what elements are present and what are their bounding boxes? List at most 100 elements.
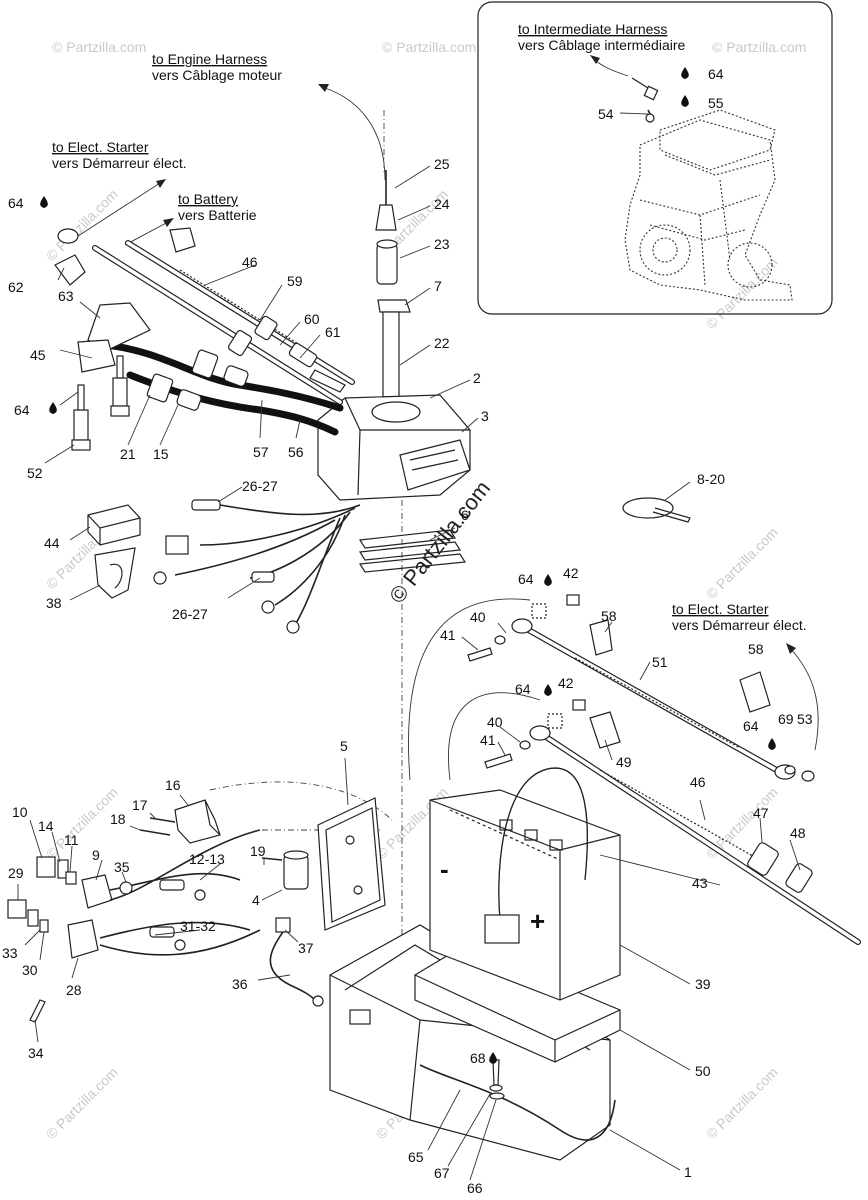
- drop-icon: [544, 574, 552, 586]
- washer-40: [494, 635, 506, 645]
- part-label: 59: [287, 273, 303, 289]
- part-label: 7: [434, 278, 442, 294]
- part-label: 45: [30, 347, 46, 363]
- plug-23: [376, 243, 398, 285]
- part-label: 36: [232, 976, 248, 992]
- grommet-7: [377, 299, 411, 313]
- bolt-41: [467, 647, 493, 662]
- part-label: 58: [601, 608, 617, 624]
- part-label: 15: [153, 446, 169, 462]
- part-label: 58: [748, 641, 764, 657]
- watermark: © Partzilla.com: [52, 39, 146, 55]
- washer-69: [784, 765, 796, 775]
- part-label: 44: [44, 535, 60, 551]
- boot-58b: [739, 671, 771, 713]
- part-label: 64: [515, 681, 531, 697]
- part-label: 28: [66, 982, 82, 998]
- part-label: 61: [325, 324, 341, 340]
- boot-battery: [169, 227, 196, 253]
- connector-icon: [165, 535, 189, 555]
- part-label: 62: [8, 279, 24, 295]
- nut-21: [146, 373, 174, 403]
- relay-assembly: [7, 797, 386, 1023]
- bracket-6: [358, 529, 467, 573]
- solenoid-4: [283, 854, 309, 890]
- part-label: 18: [110, 811, 126, 827]
- part-label: 19: [250, 843, 266, 859]
- part-label: 25: [434, 156, 450, 172]
- arrow-icon: [163, 218, 174, 227]
- part-label: 67: [434, 1165, 450, 1181]
- fuse-33: [39, 919, 49, 933]
- part-label: 31-32: [180, 918, 216, 934]
- elect-starter-right-label: to Elect. Starter: [672, 601, 769, 617]
- center-lines: [209, 110, 403, 1040]
- part-label: 53: [797, 711, 813, 727]
- inset-engine-box: [477, 1, 833, 315]
- terminal-24: [375, 204, 397, 231]
- nut-42: [566, 594, 580, 606]
- washer-67: [489, 1084, 503, 1092]
- arrow-icon: [590, 55, 600, 64]
- part-label: 12-13: [189, 851, 225, 867]
- elect-starter-label: to Elect. Starter: [52, 139, 149, 155]
- screw-68: [492, 1059, 500, 1086]
- battery-cable-assembly: [408, 594, 861, 945]
- screw-18: [139, 829, 171, 836]
- part-label: 11: [64, 832, 79, 848]
- part-label: 37: [298, 940, 314, 956]
- part-label: 46: [242, 254, 258, 270]
- part-label: 41: [480, 732, 496, 748]
- part-label: 64: [743, 718, 759, 734]
- plug-cap-45: [77, 339, 116, 373]
- watermark: © Partzilla.com: [382, 39, 476, 55]
- part-label: 40: [470, 609, 486, 625]
- part-label: 46: [690, 774, 706, 790]
- watermark: © Partzilla.com: [703, 254, 781, 332]
- part-label: 56: [288, 444, 304, 460]
- watermark: © Partzilla.com: [703, 1064, 781, 1142]
- part-label: 33: [2, 945, 18, 961]
- part-label: 47: [753, 805, 769, 821]
- part-label: 40: [487, 714, 503, 730]
- positive-terminal-symbol: +: [530, 906, 545, 936]
- holder-28: [67, 919, 99, 959]
- part-label: 52: [27, 465, 43, 481]
- part-label: 14: [38, 818, 54, 834]
- screw-19: [261, 857, 283, 861]
- part-label: 50: [695, 1063, 711, 1079]
- part-label: 43: [692, 875, 708, 891]
- ring-terminal-64: [57, 228, 79, 244]
- watermark: © Partzilla.com: [43, 186, 121, 264]
- negative-terminal-symbol: -: [440, 854, 449, 884]
- intermediate-harness-label-fr: vers Câblage intermédiaire: [518, 37, 686, 53]
- spark-plug-52: [71, 355, 130, 451]
- part-label: 5: [340, 738, 348, 754]
- part-label: 66: [467, 1180, 483, 1196]
- part-label: 1: [684, 1164, 692, 1180]
- leader-lines: [17, 112, 801, 1181]
- wire-26-27: [219, 504, 361, 516]
- holder-9: [81, 874, 113, 909]
- nut-15: [176, 389, 202, 411]
- part-label: 10: [12, 804, 28, 820]
- arrow-icon: [156, 179, 166, 188]
- washer-35: [119, 881, 133, 895]
- part-label: 41: [440, 627, 456, 643]
- part-label: 48: [790, 825, 806, 841]
- drop-icon: [40, 196, 48, 208]
- part-label: 2: [473, 370, 481, 386]
- elect-starter-right-label-fr: vers Démarreur élect.: [672, 617, 807, 633]
- part-label: 54: [598, 106, 614, 122]
- part-label: 55: [708, 95, 724, 111]
- part-label: 17: [132, 797, 148, 813]
- clamp-38: [94, 547, 136, 599]
- plug-cap-63: [87, 302, 151, 351]
- part-label: 64: [518, 571, 534, 587]
- part-label: 42: [558, 675, 574, 691]
- destination-arrows: [74, 84, 819, 751]
- watermark: © Partzilla.com: [703, 524, 781, 602]
- part-label: 39: [695, 976, 711, 992]
- nut-47: [747, 842, 779, 876]
